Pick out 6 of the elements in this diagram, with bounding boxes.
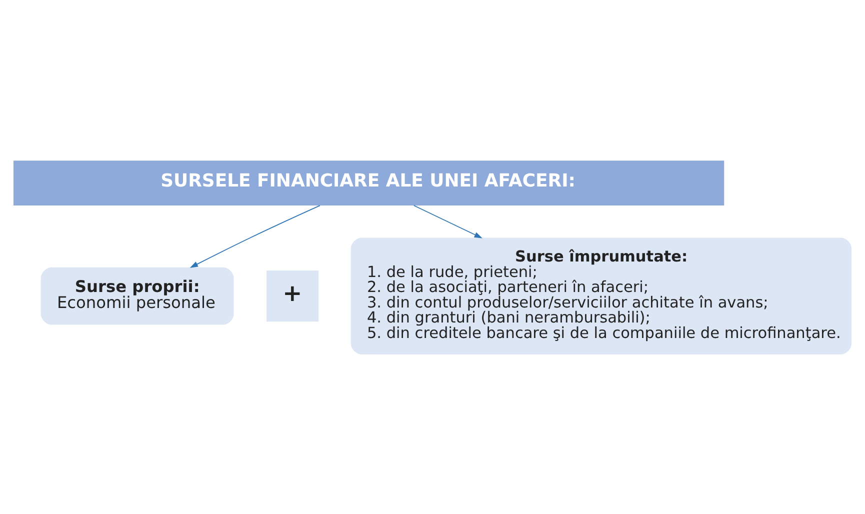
- node-box: Surse proprii: Economii personale: [40, 266, 234, 324]
- node-box: SURSELE FINANCIARE ALE UNEI AFACERI:: [13, 160, 724, 205]
- arrow: [190, 204, 320, 268]
- arrow: [413, 204, 482, 238]
- node-box: +: [266, 270, 319, 322]
- node-box: Surse împrumutate: 1. de la rude, prieteni; 2. de la asociaţi, parteneri în afaceri; 3. din contul produselor/serviciilor achitate în avans; 4. din granturi (bani nerambursabili); 5. din creditele bancare şi de la companiile de microfinanţare.: [350, 237, 852, 354]
